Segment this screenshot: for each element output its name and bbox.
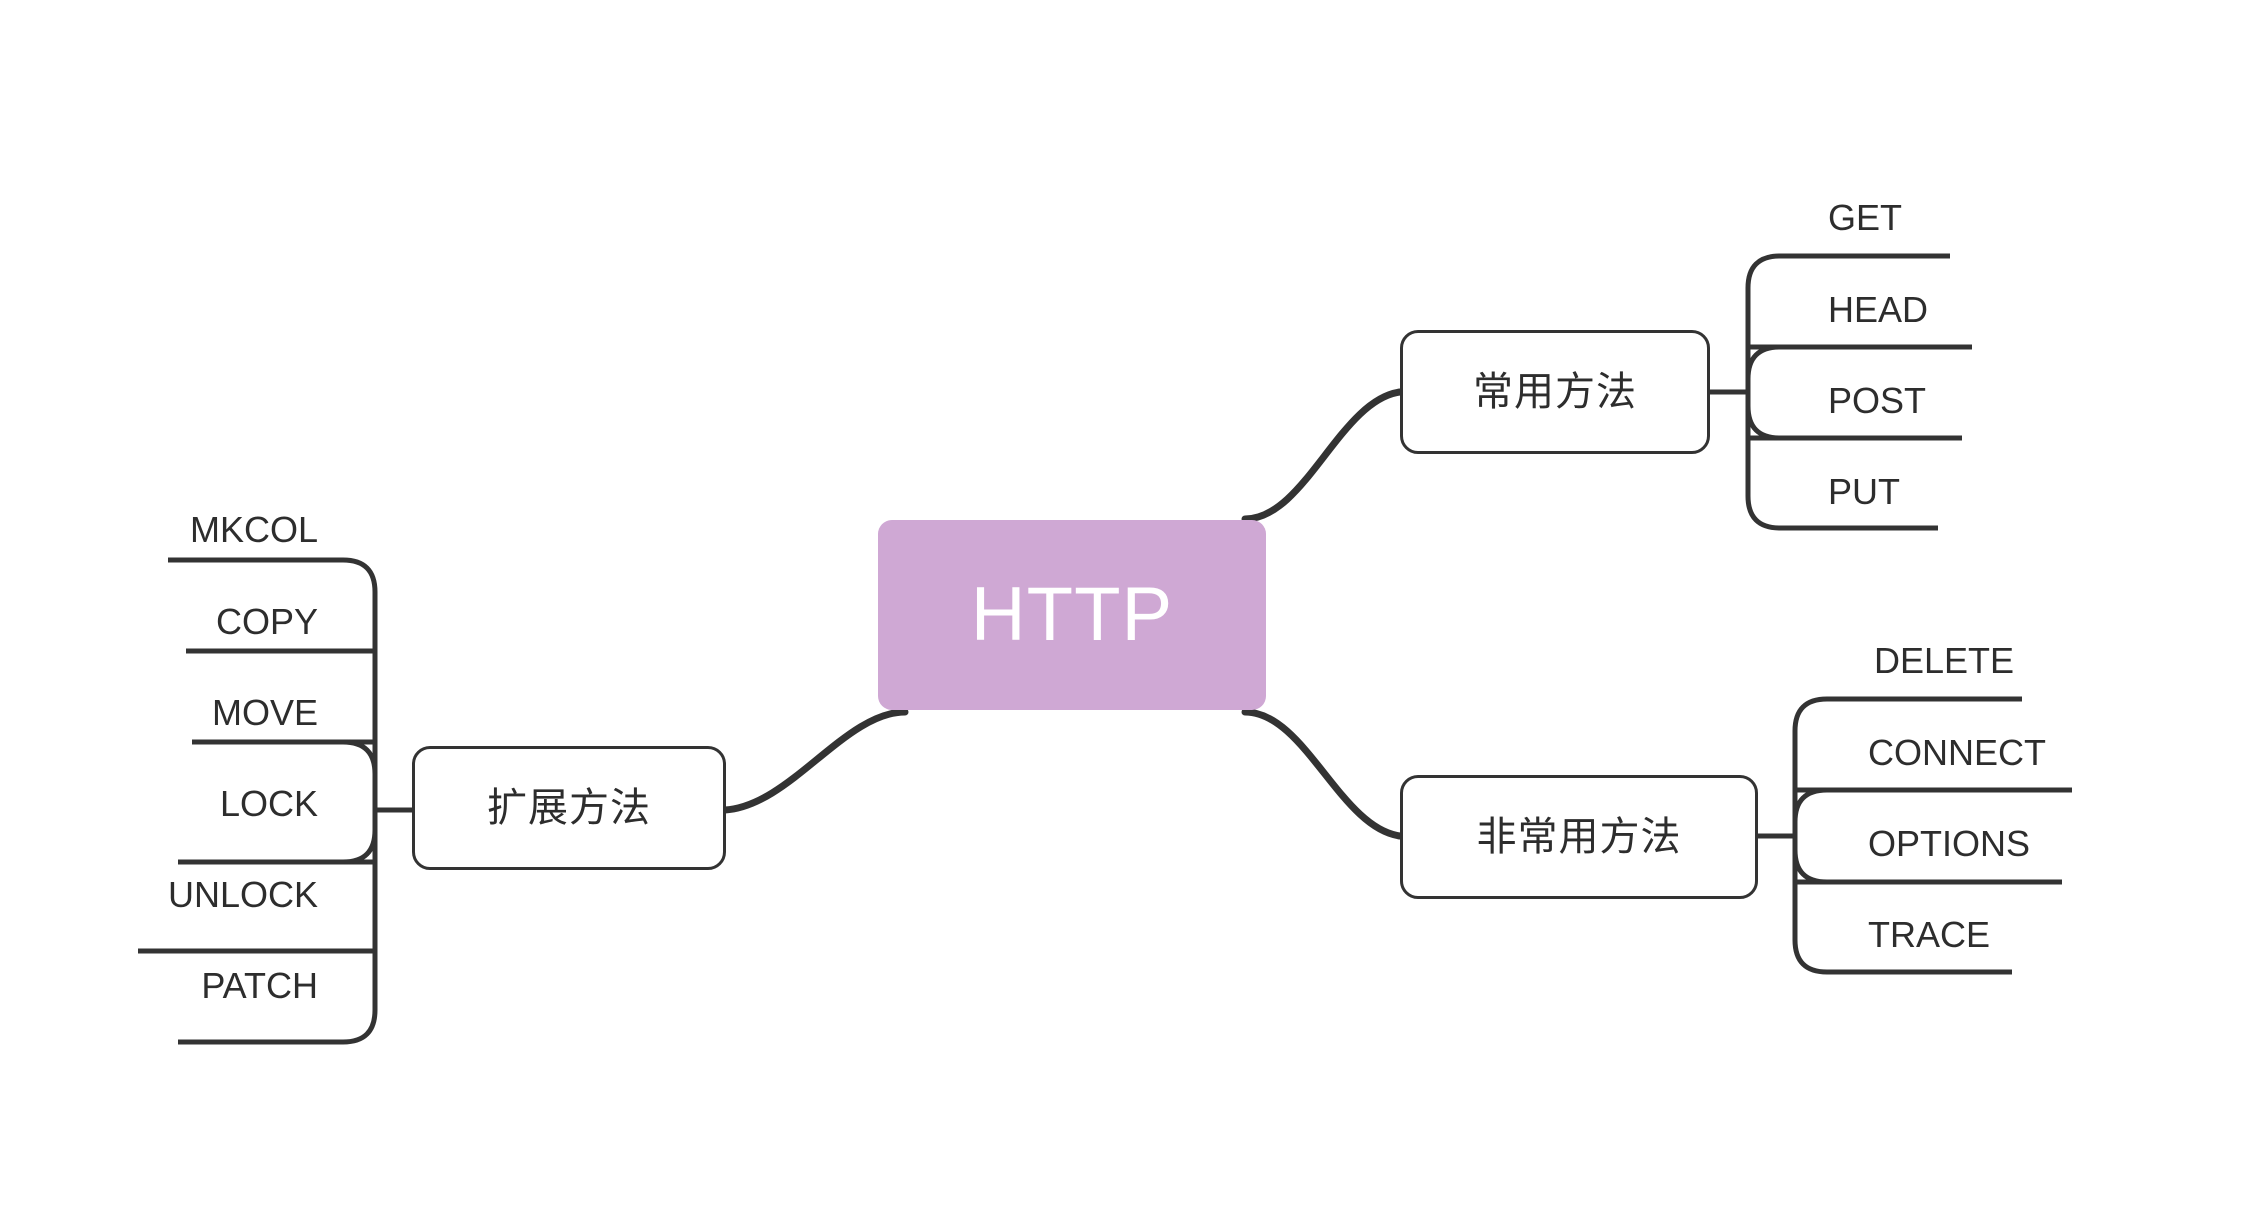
branch-node-common-methods[interactable]: 常用方法	[1400, 330, 1710, 454]
leaf-delete[interactable]: DELETE	[1874, 640, 2015, 681]
leaf-move[interactable]: MOVE	[211, 692, 318, 733]
edge-root-to-common	[1241, 388, 1404, 523]
branch-node-label: 扩展方法	[487, 786, 651, 830]
leaf-lock[interactable]: LOCK	[219, 783, 318, 824]
branch-node-uncommon-methods[interactable]: 非常用方法	[1400, 775, 1758, 899]
edge-root-to-extension	[721, 708, 909, 814]
branch-node-label: 常用方法	[1473, 370, 1637, 414]
branch-node-extension-methods[interactable]: 扩展方法	[412, 746, 726, 870]
leaf-connect[interactable]: CONNECT	[1868, 732, 2046, 773]
root-node-http[interactable]: HTTP	[878, 520, 1266, 710]
leaf-options[interactable]: OPTIONS	[1868, 823, 2031, 864]
leaf-trace[interactable]: TRACE	[1868, 914, 1991, 955]
leaf-get[interactable]: GET	[1828, 197, 1903, 238]
root-node-label: HTTP	[970, 572, 1174, 657]
leaf-copy[interactable]: COPY	[215, 601, 318, 642]
leaf-patch[interactable]: PATCH	[201, 965, 318, 1006]
branch-node-label: 非常用方法	[1476, 815, 1682, 859]
leaf-mkcol[interactable]: MKCOL	[189, 509, 318, 550]
edge-root-to-uncommon	[1241, 708, 1404, 840]
leaf-head[interactable]: HEAD	[1828, 289, 1929, 330]
leaf-post[interactable]: POST	[1828, 380, 1927, 421]
leaf-put[interactable]: PUT	[1828, 471, 1900, 512]
leaf-unlock[interactable]: UNLOCK	[167, 874, 318, 915]
